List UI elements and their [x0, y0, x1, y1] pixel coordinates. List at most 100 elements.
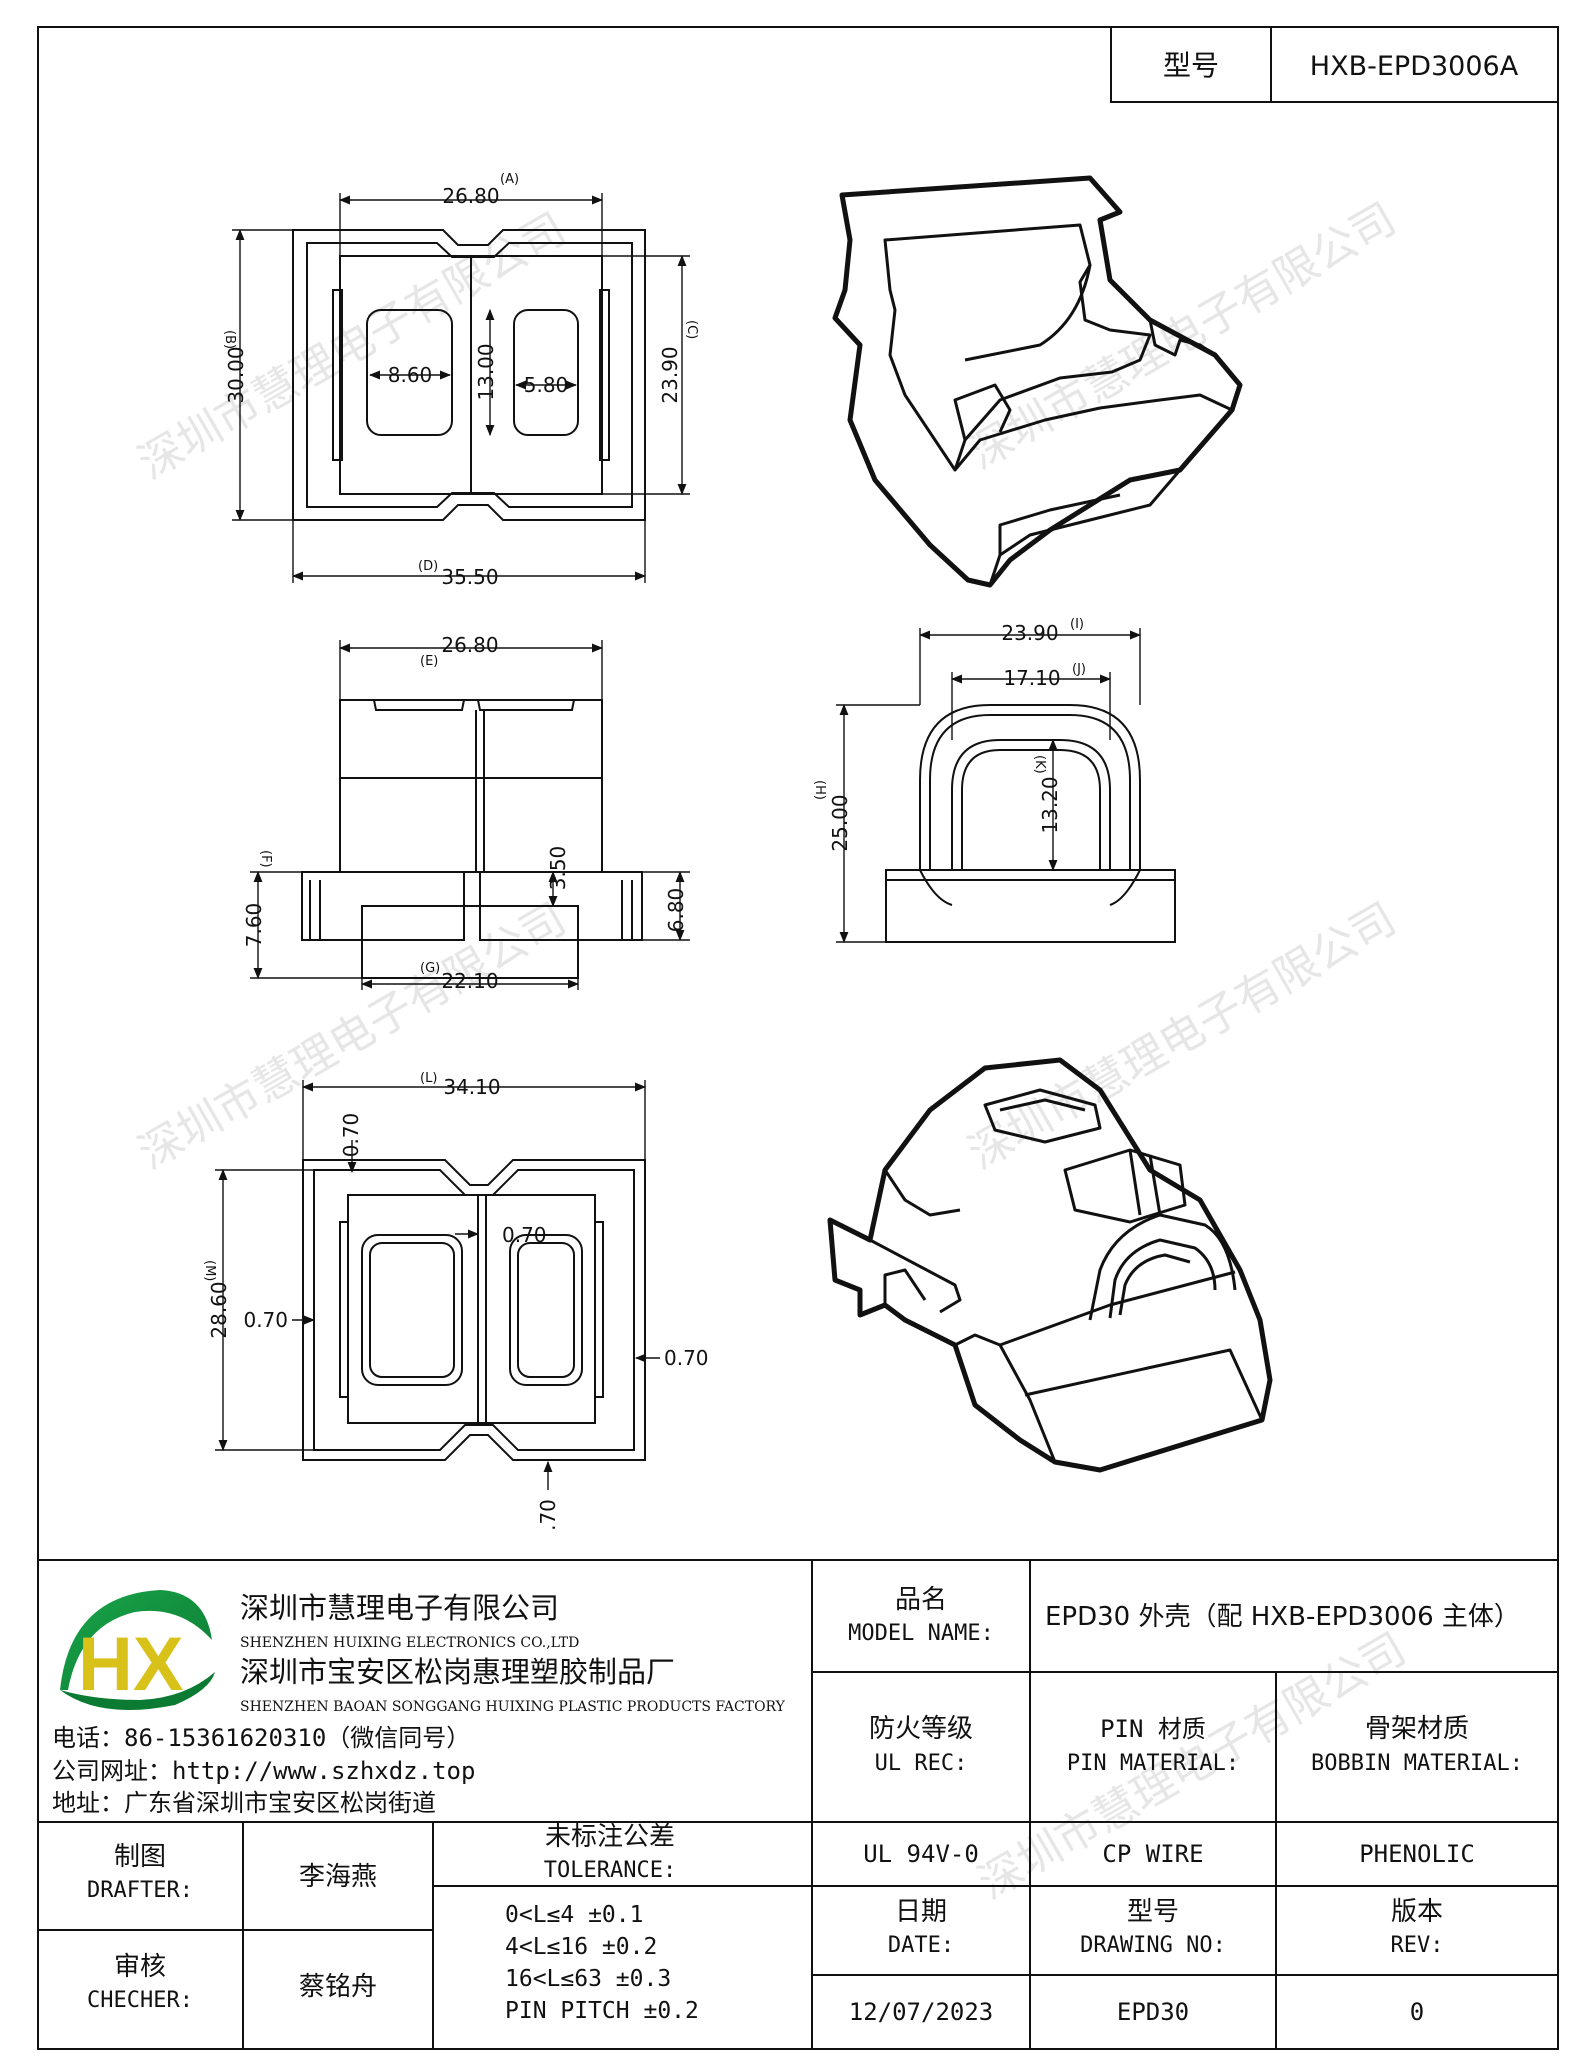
- watermarks: 深圳市慧理电子有限公司 深圳市慧理电子有限公司 深圳市慧理电子有限公司 深圳市慧…: [130, 193, 1415, 1909]
- dim-hole-right: 5.80: [524, 373, 569, 397]
- ul-value: UL 94V-0: [863, 1840, 979, 1868]
- date-label-cn: 日期: [895, 1897, 947, 1927]
- checker-label-en: CHECHER:: [87, 1988, 193, 2013]
- checker-label-cn: 审核: [114, 1952, 166, 1982]
- watermark-1: 深圳市慧理电子有限公司: [130, 203, 575, 489]
- bobbin-label-cn: 骨架材质: [1365, 1714, 1469, 1744]
- drawing-label-cn: 型号: [1127, 1897, 1179, 1927]
- company-name-cn: 深圳市慧理电子有限公司: [240, 1591, 559, 1625]
- factory-name-cn: 深圳市宝安区松岗惠理塑胶制品厂: [240, 1655, 675, 1689]
- iso-view-bottom: [827, 1057, 1273, 1473]
- company-address: 地址：广东省深圳市宝安区松岗街道: [52, 1789, 436, 1817]
- rev-label-cn: 版本: [1391, 1897, 1443, 1927]
- dim-t-bottom: .70: [536, 1499, 560, 1531]
- title-block-fields: 品名 MODEL NAME: EPD30 外壳（配 HXB-EPD3006 主体…: [87, 1585, 1523, 2026]
- dim-tag-i: (I): [1070, 617, 1084, 632]
- title-block: [38, 1559, 1558, 2049]
- model-name-label-cn: 品名: [895, 1585, 947, 1615]
- drafter-label-cn: 制图: [114, 1842, 166, 1872]
- dim-tag-g: (G): [420, 961, 440, 976]
- pin-label-cn: PIN 材质: [1100, 1715, 1206, 1743]
- dim-t-mid: 0.70: [502, 1223, 547, 1247]
- dim-f: 7.60: [242, 903, 266, 948]
- drafter-name: 李海燕: [299, 1862, 377, 1892]
- dim-t-left: 0.70: [243, 1308, 288, 1332]
- dim-tag-e: (E): [420, 654, 438, 669]
- company-info: 深圳市慧理电子有限公司 SHENZHEN HUIXING ELECTRONICS…: [52, 1591, 786, 1817]
- dim-h: 25.00: [828, 794, 852, 851]
- factory-name-en: SHENZHEN BAOAN SONGGANG HUIXING PLASTIC …: [240, 1699, 786, 1715]
- rev-value: 0: [1410, 1998, 1424, 2026]
- dim-680: 6.80: [664, 888, 688, 933]
- bottom-view-labels: (L) 34.10 (M) 28.60 0.70 0.70 0.70 0.70 …: [202, 1071, 709, 1531]
- dim-a: 26.80: [442, 184, 499, 208]
- header-model-box: 型号 HXB-EPD3006A: [1110, 26, 1559, 103]
- tolerance-label-en: TOLERANCE:: [544, 1858, 676, 1883]
- bobbin-value: PHENOLIC: [1359, 1840, 1475, 1868]
- top-view-labels: (A) 26.80 (B) 30.00 (C) 23.90 (D) 35.50 …: [222, 172, 699, 589]
- side-view: [301, 699, 643, 979]
- dim-tag-a: (A): [500, 172, 519, 187]
- dim-t-right: 0.70: [664, 1346, 709, 1370]
- tolerance-line-4: PIN PITCH ±0.2: [505, 1998, 699, 2024]
- bottom-view: [302, 1159, 646, 1461]
- company-website: 公司网址：http://www.szhxdz.top: [52, 1757, 475, 1785]
- dim-hole-left: 8.60: [388, 363, 433, 387]
- dim-d: 35.50: [441, 565, 498, 589]
- model-name-value: EPD30 外壳（配 HXB-EPD3006 主体）: [1045, 1602, 1520, 1632]
- company-phone: 电话：86-15361620310（微信同号）: [52, 1724, 470, 1752]
- header-model-label: 型号: [1163, 49, 1219, 82]
- ul-label-en: UL REC:: [875, 1751, 968, 1776]
- dim-tag-k: (K): [1032, 755, 1047, 774]
- side-view-dims: [250, 640, 690, 990]
- end-view-labels: (I) 23.90 (J) 17.10 (H) 25.00 (K) 13.20: [812, 617, 1086, 852]
- dim-i: 23.90: [1001, 621, 1058, 645]
- bottom-view-dims: [215, 1080, 660, 1490]
- dim-t-top: 0.70: [339, 1113, 363, 1158]
- dim-l: 34.10: [443, 1075, 500, 1099]
- dim-c: 23.90: [658, 346, 682, 403]
- dim-g: 22.10: [441, 969, 498, 993]
- dim-tag-f: (F): [258, 850, 273, 868]
- pin-value: CP WIRE: [1102, 1840, 1203, 1868]
- dim-e: 26.80: [441, 633, 498, 657]
- dim-tag-j: (J): [1072, 662, 1086, 677]
- date-label-en: DATE:: [888, 1933, 954, 1958]
- dim-350: 3.50: [546, 846, 570, 891]
- drafter-label-en: DRAFTER:: [87, 1878, 193, 1903]
- dim-m: 28.60: [207, 1281, 231, 1338]
- dim-tag-l: (L): [420, 1071, 437, 1086]
- iso-view-top: [832, 175, 1243, 588]
- top-view-dims: [232, 193, 690, 583]
- top-view: [292, 229, 646, 521]
- side-view-labels: (E) 26.80 (F) 7.60 3.50 6.80 (G) 22.10: [242, 633, 688, 993]
- rev-label-en: REV:: [1391, 1933, 1444, 1958]
- company-name-en: SHENZHEN HUIXING ELECTRONICS CO.,LTD: [240, 1635, 579, 1651]
- bobbin-label-en: BOBBIN MATERIAL:: [1311, 1751, 1523, 1776]
- tolerance-line-1: 0<L≤4 ±0.1: [505, 1902, 643, 1928]
- dim-center: 13.00: [474, 343, 498, 400]
- drawing-label-en: DRAWING NO:: [1080, 1933, 1226, 1958]
- end-view-dims: [836, 628, 1142, 944]
- dim-tag-c: (C): [684, 320, 699, 339]
- tolerance-line-3: 16<L≤63 ±0.3: [505, 1966, 671, 1992]
- dim-tag-m: (M): [202, 1260, 217, 1281]
- tolerance-line-2: 4<L≤16 ±0.2: [505, 1934, 657, 1960]
- dim-b: 30.00: [224, 346, 248, 403]
- ul-label-cn: 防火等级: [869, 1714, 973, 1744]
- drawing-value: EPD30: [1117, 1998, 1189, 2026]
- header-model-value: HXB-EPD3006A: [1310, 51, 1519, 82]
- sheet-border: [37, 26, 1559, 2050]
- company-logo: HX: [60, 1590, 215, 1710]
- pin-label-en: PIN MATERIAL:: [1067, 1751, 1239, 1776]
- date-value: 12/07/2023: [849, 1998, 994, 2026]
- checker-name: 蔡铭舟: [299, 1972, 377, 2002]
- dim-j: 17.10: [1003, 666, 1060, 690]
- dim-tag-b: (B): [222, 330, 237, 349]
- model-name-label-en: MODEL NAME:: [848, 1621, 994, 1646]
- logo-letters: HX: [78, 1622, 184, 1707]
- tolerance-label-cn: 未标注公差: [545, 1822, 675, 1852]
- dim-tag-d: (D): [418, 559, 438, 574]
- end-view: [885, 704, 1176, 943]
